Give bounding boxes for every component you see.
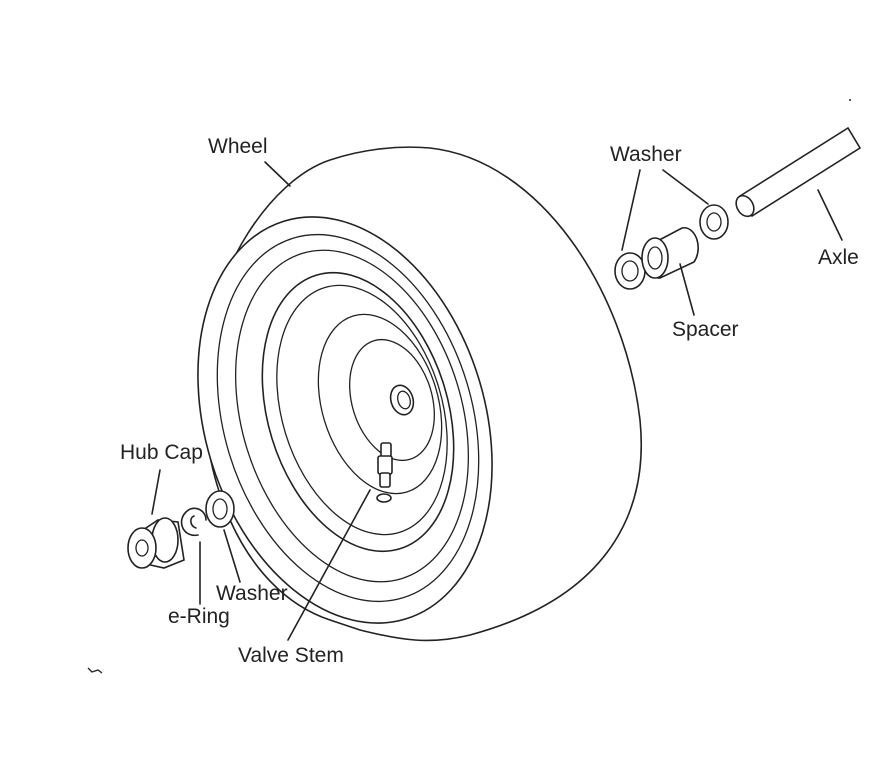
label-washer-right: Washer (610, 143, 682, 166)
e-ring-part (180, 507, 207, 537)
label-valve-stem: Valve Stem (238, 644, 344, 667)
washer-right-front (614, 252, 646, 290)
hub-cap-part (127, 517, 185, 569)
leader-lines (151, 161, 843, 641)
speck-mark-2 (87, 667, 103, 674)
label-e-ring: e-Ring (168, 605, 230, 628)
wheel (197, 146, 642, 642)
spacer-part (641, 226, 699, 279)
valve-stem-part (376, 442, 393, 503)
label-spacer: Spacer (672, 318, 739, 341)
label-hub-cap: Hub Cap (120, 441, 203, 464)
washer-left-part (205, 490, 235, 528)
washer-right-back (699, 204, 729, 240)
label-washer-left: Washer (216, 582, 288, 605)
axle-part (735, 126, 862, 218)
label-wheel: Wheel (208, 135, 268, 158)
label-axle: Axle (818, 246, 859, 269)
speck-mark (849, 99, 851, 101)
